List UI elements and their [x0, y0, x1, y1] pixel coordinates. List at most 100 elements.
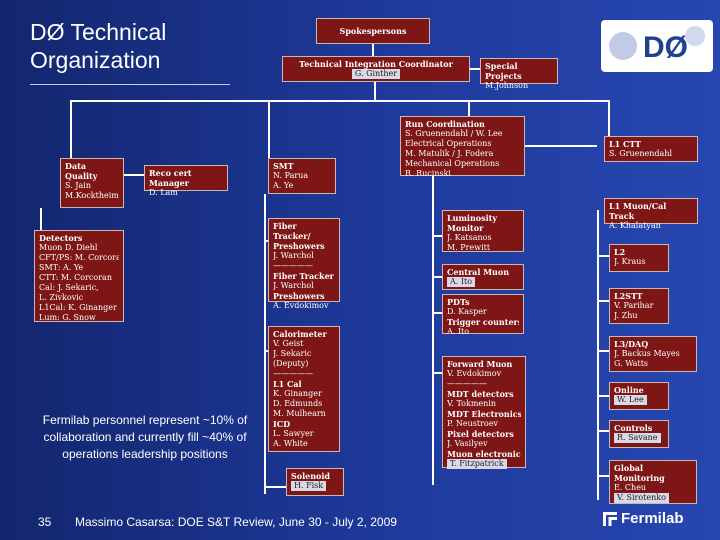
pdts-box: PDTs D. Kasper Trigger counters A. Ito: [442, 294, 524, 336]
tic-box: Technical Integration Coordinator G. Gin…: [282, 56, 470, 82]
controls-box: Controls R. Savane: [609, 420, 669, 448]
reco-cert-box: Reco cert Manager D. Lam: [144, 165, 228, 197]
l1-muon-cal-box: L1 Muon/Cal Track A. Khalatyan: [604, 198, 698, 230]
forward-muon-line: Muon electronics: [447, 449, 521, 459]
connector: [432, 235, 442, 237]
fiber-tracker-title: Fiber Tracker/ Preshowers: [273, 221, 325, 251]
calorimeter-line: V. Geist: [273, 339, 304, 348]
data-quality-box: Data Quality S. Jain M.Kocktheim: [60, 158, 124, 208]
detectors-line: L. Zivkovic: [39, 293, 84, 302]
connector: [525, 145, 597, 147]
fermilab-brand: Fermilab: [621, 510, 684, 527]
l3-daq-line: J. Backus Mayes: [614, 349, 680, 358]
connector: [124, 174, 146, 176]
special-projects-box: Special Projects M.Johnson: [480, 58, 558, 90]
pdts-title: PDTs: [447, 297, 470, 307]
solenoid-box: Solenoid H. Fisk: [286, 468, 344, 496]
global-monitoring-box: Global Monitoring E. Cheu V. Sirotenko: [609, 460, 697, 504]
l1-ctt-name: S. Gruenendahl: [609, 149, 673, 158]
spokespersons-box: Spokespersons: [316, 18, 430, 44]
detectors-line: L1Cal: K. Ginanger: [39, 303, 117, 312]
l1-ctt-title: L1 CTT: [609, 139, 641, 149]
l2stt-box: L2STT V. Parihar J. Zhu: [609, 288, 669, 324]
d0-logo-icon: DØ: [609, 26, 705, 64]
run-coordination-title: Run Coordination: [405, 119, 485, 129]
forward-muon-box: Forward Muon V. Evdokimov ————— MDT dete…: [442, 356, 526, 469]
l3-daq-title: L3/DAQ: [614, 339, 649, 349]
detectors-title: Detectors: [39, 233, 83, 243]
global-monitoring-line: V. Sirotenko: [614, 493, 669, 503]
tic-title: Technical Integration Coordinator: [299, 59, 453, 69]
connector: [70, 100, 72, 162]
connector: [597, 255, 609, 257]
detectors-line: SMT: A. Ye: [39, 263, 84, 272]
reco-name: D. Lam: [149, 188, 178, 197]
forward-muon-line: P. Neustroev: [447, 419, 498, 428]
detectors-line: Lum: G. Snow: [39, 313, 96, 322]
data-quality-line: S. Jain: [65, 181, 91, 190]
calorimeter-title: Calorimeter: [273, 329, 327, 339]
connector: [597, 475, 609, 477]
l2-name: J. Kraus: [614, 257, 646, 266]
connector: [40, 208, 42, 232]
l3-daq-line: G. Watts: [614, 359, 649, 368]
central-muon-title: Central Muon: [447, 267, 510, 277]
connector: [432, 276, 442, 278]
d0-logo: DØ: [601, 20, 713, 72]
smt-line: N. Parua: [273, 171, 309, 180]
connector: [432, 175, 434, 485]
l2stt-title: L2STT: [614, 291, 643, 301]
global-monitoring-title: Global Monitoring: [614, 463, 665, 483]
spokespersons-label: Spokespersons: [339, 26, 407, 36]
l3-daq-box: L3/DAQ J. Backus Mayes G. Watts: [609, 336, 697, 372]
connector: [264, 486, 286, 488]
online-name: W. Lee: [614, 395, 647, 405]
fiber-tracker-line: A. Evdokimov: [273, 301, 329, 310]
forward-muon-line: V. Tokmenin: [447, 399, 497, 408]
reco-title: Reco cert Manager: [149, 168, 192, 188]
fermilab-logo: Fermilab: [602, 510, 684, 527]
controls-title: Controls: [614, 423, 653, 433]
forward-muon-line: Pixel detectors: [447, 429, 514, 439]
controls-name: R. Savane: [614, 433, 661, 443]
calorimeter-line: (Deputy): [273, 359, 309, 368]
forward-muon-line: V. Evdokimov: [447, 369, 502, 378]
connector: [70, 100, 610, 102]
l1-ctt-box: L1 CTT S. Gruenendahl: [604, 136, 698, 162]
central-muon-name: A. Ito: [447, 277, 476, 287]
connector: [264, 350, 270, 352]
fiber-tracker-line: —————: [273, 261, 313, 270]
forward-muon-line: —————: [447, 379, 487, 388]
run-coordination-line: M. Matulik / J. Fodera: [405, 149, 494, 158]
connector: [432, 372, 442, 374]
luminosity-title: Luminosity Monitor: [447, 213, 497, 233]
pdts-line: Trigger counters: [447, 317, 519, 327]
connector: [597, 300, 609, 302]
forward-muon-line: J. Vasilyev: [447, 439, 488, 448]
svg-text:DØ: DØ: [643, 31, 688, 64]
detectors-line: CTT: M. Corcoran: [39, 273, 112, 282]
l2-title: L2: [614, 247, 626, 257]
online-box: Online W. Lee: [609, 382, 669, 410]
pdts-line: D. Kasper: [447, 307, 487, 316]
connector: [597, 395, 609, 397]
solenoid-name: H. Fisk: [291, 481, 327, 491]
connector: [597, 210, 599, 500]
connector: [432, 312, 442, 314]
run-coordination-box: Run Coordination S. Gruenendahl / W. Lee…: [400, 116, 525, 178]
luminosity-line: M. Prewitt: [447, 243, 491, 252]
data-quality-line: M.Kocktheim: [65, 191, 119, 200]
special-projects-title: Special Projects: [485, 61, 522, 81]
page-title: DØ Technical Organization: [30, 19, 167, 73]
detectors-line: Muon D. Diehl: [39, 243, 98, 252]
connector: [470, 68, 482, 70]
calorimeter-line: M. Mulhearn: [273, 409, 326, 418]
l1-muon-cal-name: A. Khalatyan: [609, 221, 661, 230]
forward-muon-line: MDT detectors: [447, 389, 514, 399]
run-coordination-line: Mechanical Operations: [405, 159, 500, 168]
forward-muon-line: T. Fitzpatrick: [447, 459, 507, 469]
run-coordination-line: S. Gruenendahl / W. Lee: [405, 129, 503, 138]
forward-muon-title: Forward Muon: [447, 359, 513, 369]
smt-box: SMT N. Parua A. Ye: [268, 158, 336, 194]
global-monitoring-line: E. Cheu: [614, 483, 647, 492]
